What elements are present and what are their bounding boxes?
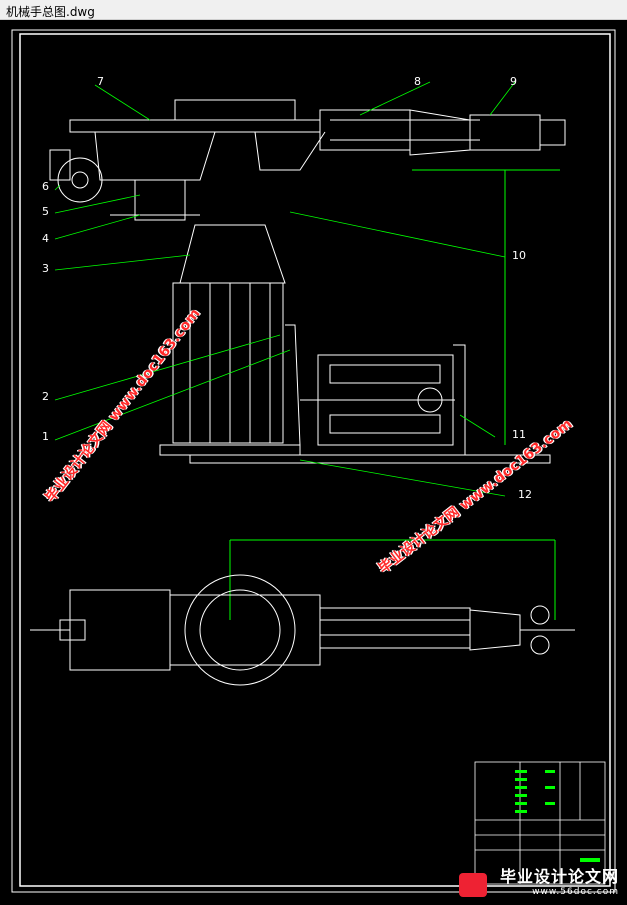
window-title: 机械手总图.dwg xyxy=(6,5,95,19)
callout-11: 11 xyxy=(512,428,526,441)
outer-frame xyxy=(11,29,616,893)
inner-frame xyxy=(19,33,611,887)
drawing-canvas[interactable]: 7 8 9 6 5 4 3 10 2 1 11 12 毕业设计论文网 www.d… xyxy=(0,20,627,905)
site-logo-text: 毕业设计论文网 xyxy=(499,867,619,886)
leader-lines xyxy=(54,81,516,497)
robot-side-view xyxy=(49,99,566,464)
callout-2: 2 xyxy=(42,390,49,403)
callout-9: 9 xyxy=(510,75,517,88)
title-block-cells xyxy=(515,770,600,862)
callout-1: 1 xyxy=(42,430,49,443)
callout-3: 3 xyxy=(42,262,49,275)
callout-6: 6 xyxy=(42,180,49,193)
callout-12: 12 xyxy=(518,488,532,501)
callout-4: 4 xyxy=(42,232,49,245)
site-logo-url: www.56doc.com xyxy=(532,887,619,897)
dimension-lines xyxy=(229,169,560,620)
callout-5: 5 xyxy=(42,205,49,218)
callout-8: 8 xyxy=(414,75,421,88)
title-block xyxy=(474,761,606,885)
robot-plan-view xyxy=(30,574,575,686)
site-logo-icon xyxy=(459,873,487,897)
callout-10: 10 xyxy=(512,249,526,262)
callout-7: 7 xyxy=(97,75,104,88)
window-titlebar: 机械手总图.dwg xyxy=(0,0,627,20)
site-logo: 毕业设计论文网 www.56doc.com xyxy=(500,863,619,897)
cad-drawing xyxy=(11,29,616,893)
